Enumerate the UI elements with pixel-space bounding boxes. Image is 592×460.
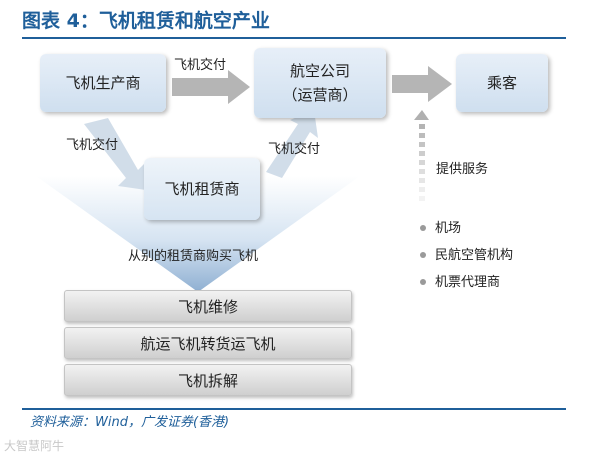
arrow-manufacturer-to-airline	[172, 70, 250, 104]
label-lessor-to-airline: 飞机交付	[268, 142, 321, 157]
figure-title: 图表 4：飞机租赁和航空产业	[22, 10, 270, 32]
label-buy-from-lessors: 从别的租赁商购买飞机	[128, 249, 259, 264]
source-rule	[22, 408, 566, 410]
arrow-manufacturer-to-lessor	[84, 118, 146, 190]
title-rule	[22, 37, 566, 39]
bullet-icon	[420, 224, 426, 231]
arrow-airline-to-passenger	[392, 66, 452, 102]
node-passenger-label: 乘客	[486, 74, 517, 92]
label-services: 提供服务	[436, 162, 489, 177]
watermark: 大智慧阿牛	[4, 439, 65, 453]
node-manufacturer: 飞机生产商	[40, 54, 166, 112]
label-manufacturer-to-airline: 飞机交付	[174, 58, 227, 73]
node-airline-sublabel: （运营商）	[282, 86, 358, 104]
service-bar-disassembly: 飞机拆解	[64, 364, 352, 396]
label-manufacturer-to-lessor: 飞机交付	[66, 138, 119, 153]
node-lessor-label: 飞机租赁商	[164, 180, 240, 198]
arrow-lessor-to-airline	[266, 110, 318, 178]
provider-airport: 机场	[420, 217, 461, 236]
node-manufacturer-label: 飞机生产商	[65, 74, 141, 92]
bullet-icon	[420, 251, 426, 258]
node-lessor: 飞机租赁商	[144, 158, 260, 220]
bullet-icon	[420, 278, 426, 285]
funnel-arrow	[36, 176, 360, 292]
node-airline-label: 航空公司	[289, 62, 350, 80]
source-note: 资料来源：Wind，广发证券(香港)	[30, 415, 230, 430]
node-passenger: 乘客	[456, 54, 548, 112]
provider-atc: 民航空管机构	[420, 244, 513, 263]
node-airline: 航空公司 （运营商）	[254, 48, 386, 118]
provider-ticket-agent: 机票代理商	[420, 271, 500, 290]
services-dashed-arrow	[414, 110, 429, 201]
service-bar-maintenance: 飞机维修	[64, 290, 352, 322]
service-bar-conversion: 航运飞机转货运飞机	[64, 327, 352, 359]
